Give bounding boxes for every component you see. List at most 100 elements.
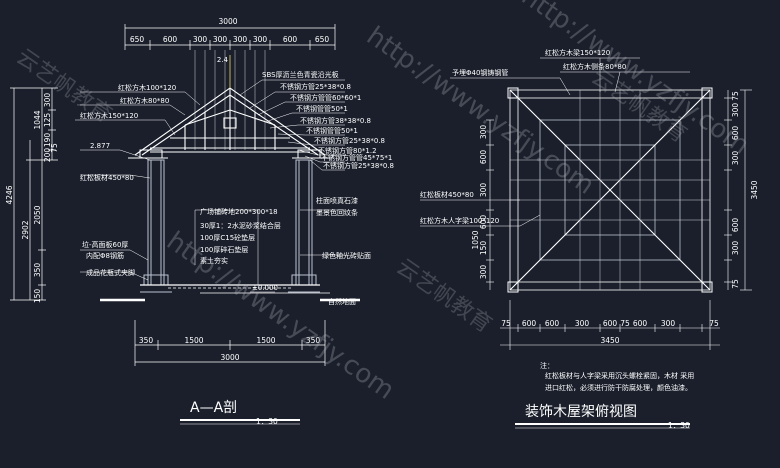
- left-dim-2: 2050: [33, 205, 42, 224]
- plan-left-label-0: 红松板材450*80: [420, 190, 474, 199]
- ground-label: 自然地面: [328, 297, 356, 306]
- left-dim-0: 4246: [5, 185, 14, 204]
- plan-purlins: [510, 90, 710, 290]
- plan-bottom-dim-1: 600: [522, 319, 537, 328]
- left-dim-1: 2902: [21, 220, 30, 239]
- plan-bottom-dim-2: 600: [545, 319, 560, 328]
- floor-label-0: 广场铺砖地200*300*18: [200, 207, 278, 216]
- left-dim-3: 350: [33, 263, 42, 278]
- right-label-5: 不锈钢管管50*1: [306, 126, 358, 135]
- top-dim-5: 300: [233, 35, 248, 44]
- plan-left-dim-3: 600: [479, 215, 488, 230]
- plan-bottom-dim-4: 600: [603, 319, 618, 328]
- plan-note-heading: 注：: [540, 361, 554, 370]
- left-label-2: 红松方木150*120: [80, 111, 138, 120]
- left-column: [140, 159, 172, 293]
- plan-outer: [509, 89, 711, 291]
- left-dim-8: 190: [43, 133, 52, 148]
- floor-label-2: 100厚C15砼垫层: [200, 233, 255, 242]
- right-label-6: 不锈钢方管25*38*0.8: [314, 136, 385, 145]
- right-label-9: 不锈钢方管25*38*0.8: [323, 161, 394, 170]
- plan-scale: 1：30: [668, 421, 690, 430]
- plan-left-dim-0: 300: [479, 125, 488, 140]
- left-dim-10: 75: [50, 143, 59, 153]
- plan-left-dim-5: 1050: [471, 230, 480, 249]
- plan-right-dim-total: 3450: [750, 180, 759, 199]
- left-dim-7: 125: [43, 113, 52, 128]
- plan-left-dim-4: 150: [479, 241, 488, 256]
- plan-bottom-dim-6: 600: [633, 319, 648, 328]
- plan-right-dims: [724, 89, 752, 291]
- plan-left-label-1: 红松方木人字梁100*120: [420, 216, 499, 225]
- top-dim-ticks: [124, 24, 336, 50]
- bottom-dims: [134, 320, 326, 366]
- plan-right-dim-5: 600: [731, 218, 740, 233]
- left-dim-6: 300: [43, 93, 52, 108]
- plan-top-label-2: 予埋Φ40钢铸钢管: [452, 68, 508, 77]
- top-dim-7: 600: [283, 35, 298, 44]
- bottom-dim-2: 1500: [256, 336, 275, 345]
- mid-label-0: 柱面喷真石漆: [316, 196, 358, 205]
- bottom-dim-3: 350: [306, 336, 321, 345]
- watermark-url-3: http://www.yzfjy.com: [516, 0, 755, 161]
- roof-truss: [134, 87, 326, 156]
- plan-left-dims: [486, 119, 494, 290]
- watermark-brand-1: 云艺帆教育: [12, 44, 116, 128]
- plan-bottom-dim-0: 75: [501, 319, 511, 328]
- left-label-0: 红松方木100*120: [118, 83, 176, 92]
- right-label-8: 不锈钢方管管45*75*1: [321, 153, 392, 162]
- floor-layers: [140, 284, 330, 294]
- right-column: [288, 159, 320, 293]
- bottom-dim-1: 1500: [184, 336, 203, 345]
- floor-label-1: 30厚1：2水泥砂浆结合层: [200, 221, 281, 230]
- section-scale: 1：30: [256, 417, 278, 426]
- right-label-4: 不锈钢方管38*38*0.8: [300, 116, 371, 125]
- plan-right-dim-3: 600: [731, 126, 740, 141]
- section-drawing: [10, 24, 360, 366]
- mid-label-1: 墨景色回纹条: [316, 208, 358, 217]
- left-leaders: [75, 91, 201, 281]
- floor-label-4: 素土夯实: [200, 256, 228, 265]
- plan-left-dim-1: 600: [479, 150, 488, 165]
- left-label-5: 垃-高面板60厚: [82, 240, 128, 249]
- left-dim-4: 150: [33, 289, 42, 304]
- left-label-3: 红松板材450*80: [80, 173, 134, 182]
- mid-label-2: 绿色釉光砖贴面: [322, 251, 371, 260]
- plan-drawing: [420, 57, 752, 350]
- plan-texts: 红松方木梁150*120 红松方木侧条80*80 予埋Φ40钢铸钢管 红松板材4…: [420, 48, 759, 430]
- right-leaders: [239, 79, 345, 256]
- plan-right-dim-7: 75: [731, 279, 740, 289]
- plan-top-label-0: 红松方木梁150*120: [545, 48, 610, 57]
- roof-ends: [128, 149, 332, 159]
- top-dim-3: 300: [193, 35, 208, 44]
- top-dim-total: 3000: [218, 17, 237, 26]
- plan-bottom-dims: [500, 300, 720, 350]
- left-label-7: 成品花瓶式夹脚: [86, 268, 135, 277]
- right-label-2: 不锈钢方管管60*60*1: [290, 93, 361, 102]
- plan-right-dim-2: 300: [731, 103, 740, 118]
- plan-left-dim-6: 300: [479, 265, 488, 280]
- top-dim-6: 300: [253, 35, 268, 44]
- plan-bottom-dim-3: 300: [575, 319, 590, 328]
- left-vertical-dims: [10, 87, 58, 301]
- plan-note-line-0: 红松板材与人字梁采用沉头螺栓紧固，木材 采用: [545, 371, 694, 380]
- plan-bottom-dim-7: 300: [661, 319, 676, 328]
- floor-label-3: 100厚碎石垫层: [200, 245, 248, 254]
- plan-left-dim-2: 300: [479, 183, 488, 198]
- top-dim-4: 300: [213, 35, 228, 44]
- plan-diagonal-2: [509, 89, 711, 291]
- bottom-dim-0: 350: [139, 336, 154, 345]
- level-zero: ±0.000: [252, 284, 278, 292]
- plan-right-dim-4: 300: [731, 151, 740, 166]
- bottom-dim-total: 3000: [220, 353, 239, 362]
- right-label-0: SBS厚沥兰色青瓷沿光板: [262, 70, 339, 79]
- left-label-1: 红松方木80*80: [120, 96, 169, 105]
- left-dim-9: 200: [43, 148, 52, 163]
- plan-top-leaders: [450, 57, 690, 96]
- plan-bottom-dim-8: 75: [709, 319, 719, 328]
- right-label-1: 不锈钢方管25*38*0.8: [280, 82, 351, 91]
- plan-top-label-1: 红松方木侧条80*80: [563, 62, 626, 71]
- top-dim-1: 650: [130, 35, 145, 44]
- right-label-7: 不锈钢方管80*1.2: [318, 146, 377, 155]
